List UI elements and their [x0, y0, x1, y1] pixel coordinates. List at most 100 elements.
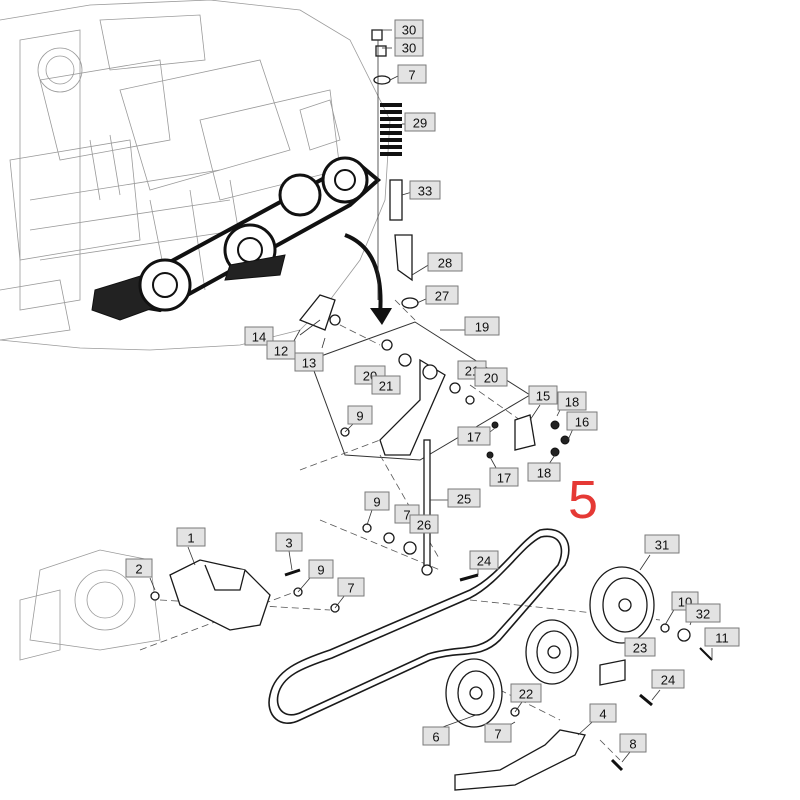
callout-label: 28 — [438, 256, 452, 271]
callout-1: 1 — [176, 527, 206, 547]
callout-box — [364, 491, 390, 511]
callout-box — [484, 723, 512, 743]
callout-9: 9 — [364, 491, 390, 511]
callout-box — [397, 64, 427, 84]
callout-9: 9 — [308, 559, 334, 579]
arrow-head-icon — [370, 308, 392, 325]
callout-box — [557, 391, 587, 411]
callout-label: 15 — [536, 389, 550, 404]
callout-box — [394, 37, 424, 57]
callout-24: 24 — [469, 550, 499, 570]
callout-label: 26 — [417, 518, 431, 533]
callout-box — [447, 488, 481, 508]
callout-19: 19 — [464, 316, 500, 336]
callout-30: 30 — [394, 19, 424, 39]
callout-label: 12 — [274, 344, 288, 359]
drive-belt-inner — [276, 535, 563, 716]
callout-box — [685, 603, 721, 623]
highlight-part-number: 5 — [568, 470, 598, 530]
callout-2: 2 — [125, 558, 153, 578]
callout-8: 8 — [619, 733, 647, 753]
callout-4: 4 — [589, 703, 617, 723]
pulley-31 — [589, 566, 655, 644]
callout-label: 18 — [565, 395, 579, 410]
callout-box — [566, 411, 598, 431]
callout-label: 13 — [302, 356, 316, 371]
callout-box — [624, 637, 656, 657]
idler-pulley-upper — [525, 619, 579, 685]
callout-15: 15 — [528, 385, 558, 405]
callout-label: 33 — [418, 184, 432, 199]
callout-21: 21 — [457, 360, 487, 380]
callout-box — [337, 577, 365, 597]
callout-label: 7 — [347, 581, 354, 596]
callout-label: 8 — [629, 737, 636, 752]
callout-box — [422, 726, 450, 746]
callout-label: 23 — [633, 641, 647, 656]
callout-box — [527, 462, 561, 482]
callout-label: 7 — [408, 68, 415, 83]
callout-14: 14 — [244, 326, 274, 346]
lower-machine-sketch — [19, 549, 161, 661]
callout-box — [528, 385, 558, 405]
callout-label: 9 — [356, 409, 363, 424]
assembly-guide-lines — [139, 299, 661, 761]
callout-6: 6 — [422, 726, 450, 746]
callout-box — [409, 180, 441, 200]
callout-box — [294, 352, 324, 372]
callout-box — [404, 112, 436, 132]
callout-29: 29 — [404, 112, 436, 132]
callout-box — [176, 527, 206, 547]
idler-arm-assembly — [298, 294, 570, 576]
callout-box — [619, 733, 647, 753]
callout-label: 20 — [484, 371, 498, 386]
callout-label: 32 — [696, 607, 710, 622]
callout-box — [651, 669, 685, 689]
callout-box — [125, 558, 153, 578]
callout-23: 23 — [624, 637, 656, 657]
callout-label: 6 — [432, 730, 439, 745]
callout-label: 17 — [497, 471, 511, 486]
callout-label: 4 — [599, 707, 606, 722]
callout-label: 30 — [402, 23, 416, 38]
callout-7: 7 — [337, 577, 365, 597]
callout-33: 33 — [409, 180, 441, 200]
callout-box — [474, 367, 508, 387]
callout-21: 21 — [371, 375, 401, 395]
callout-label: 1 — [187, 531, 194, 546]
callout-label: 2 — [135, 562, 142, 577]
callout-box — [589, 703, 617, 723]
callout-label: 24 — [477, 554, 491, 569]
callout-12: 12 — [266, 340, 296, 360]
callout-3: 3 — [275, 532, 303, 552]
callout-box — [427, 252, 463, 272]
callout-7: 7 — [484, 723, 512, 743]
curved-arrow-icon — [344, 233, 383, 316]
callout-box — [409, 514, 439, 534]
callout-box — [425, 285, 459, 305]
callout-18: 18 — [527, 462, 561, 482]
callout-11: 11 — [704, 627, 740, 647]
callout-label: 24 — [661, 673, 675, 688]
callout-9: 9 — [347, 405, 373, 425]
callout-28: 28 — [427, 252, 463, 272]
callout-label: 19 — [475, 320, 489, 335]
callout-26: 26 — [409, 514, 439, 534]
callout-24: 24 — [651, 669, 685, 689]
callout-27: 27 — [425, 285, 459, 305]
callout-box — [457, 426, 491, 446]
callout-box — [371, 375, 401, 395]
callout-box — [469, 550, 499, 570]
callout-box — [704, 627, 740, 647]
callout-box — [244, 326, 274, 346]
mounting-bracket — [150, 559, 340, 631]
callout-box — [489, 467, 519, 487]
callout-32: 32 — [685, 603, 721, 623]
callout-box — [510, 683, 542, 703]
callout-25: 25 — [447, 488, 481, 508]
callout-label: 11 — [715, 631, 729, 646]
callout-label: 9 — [373, 495, 380, 510]
callout-label: 30 — [402, 41, 416, 56]
callout-label: 17 — [467, 430, 481, 445]
